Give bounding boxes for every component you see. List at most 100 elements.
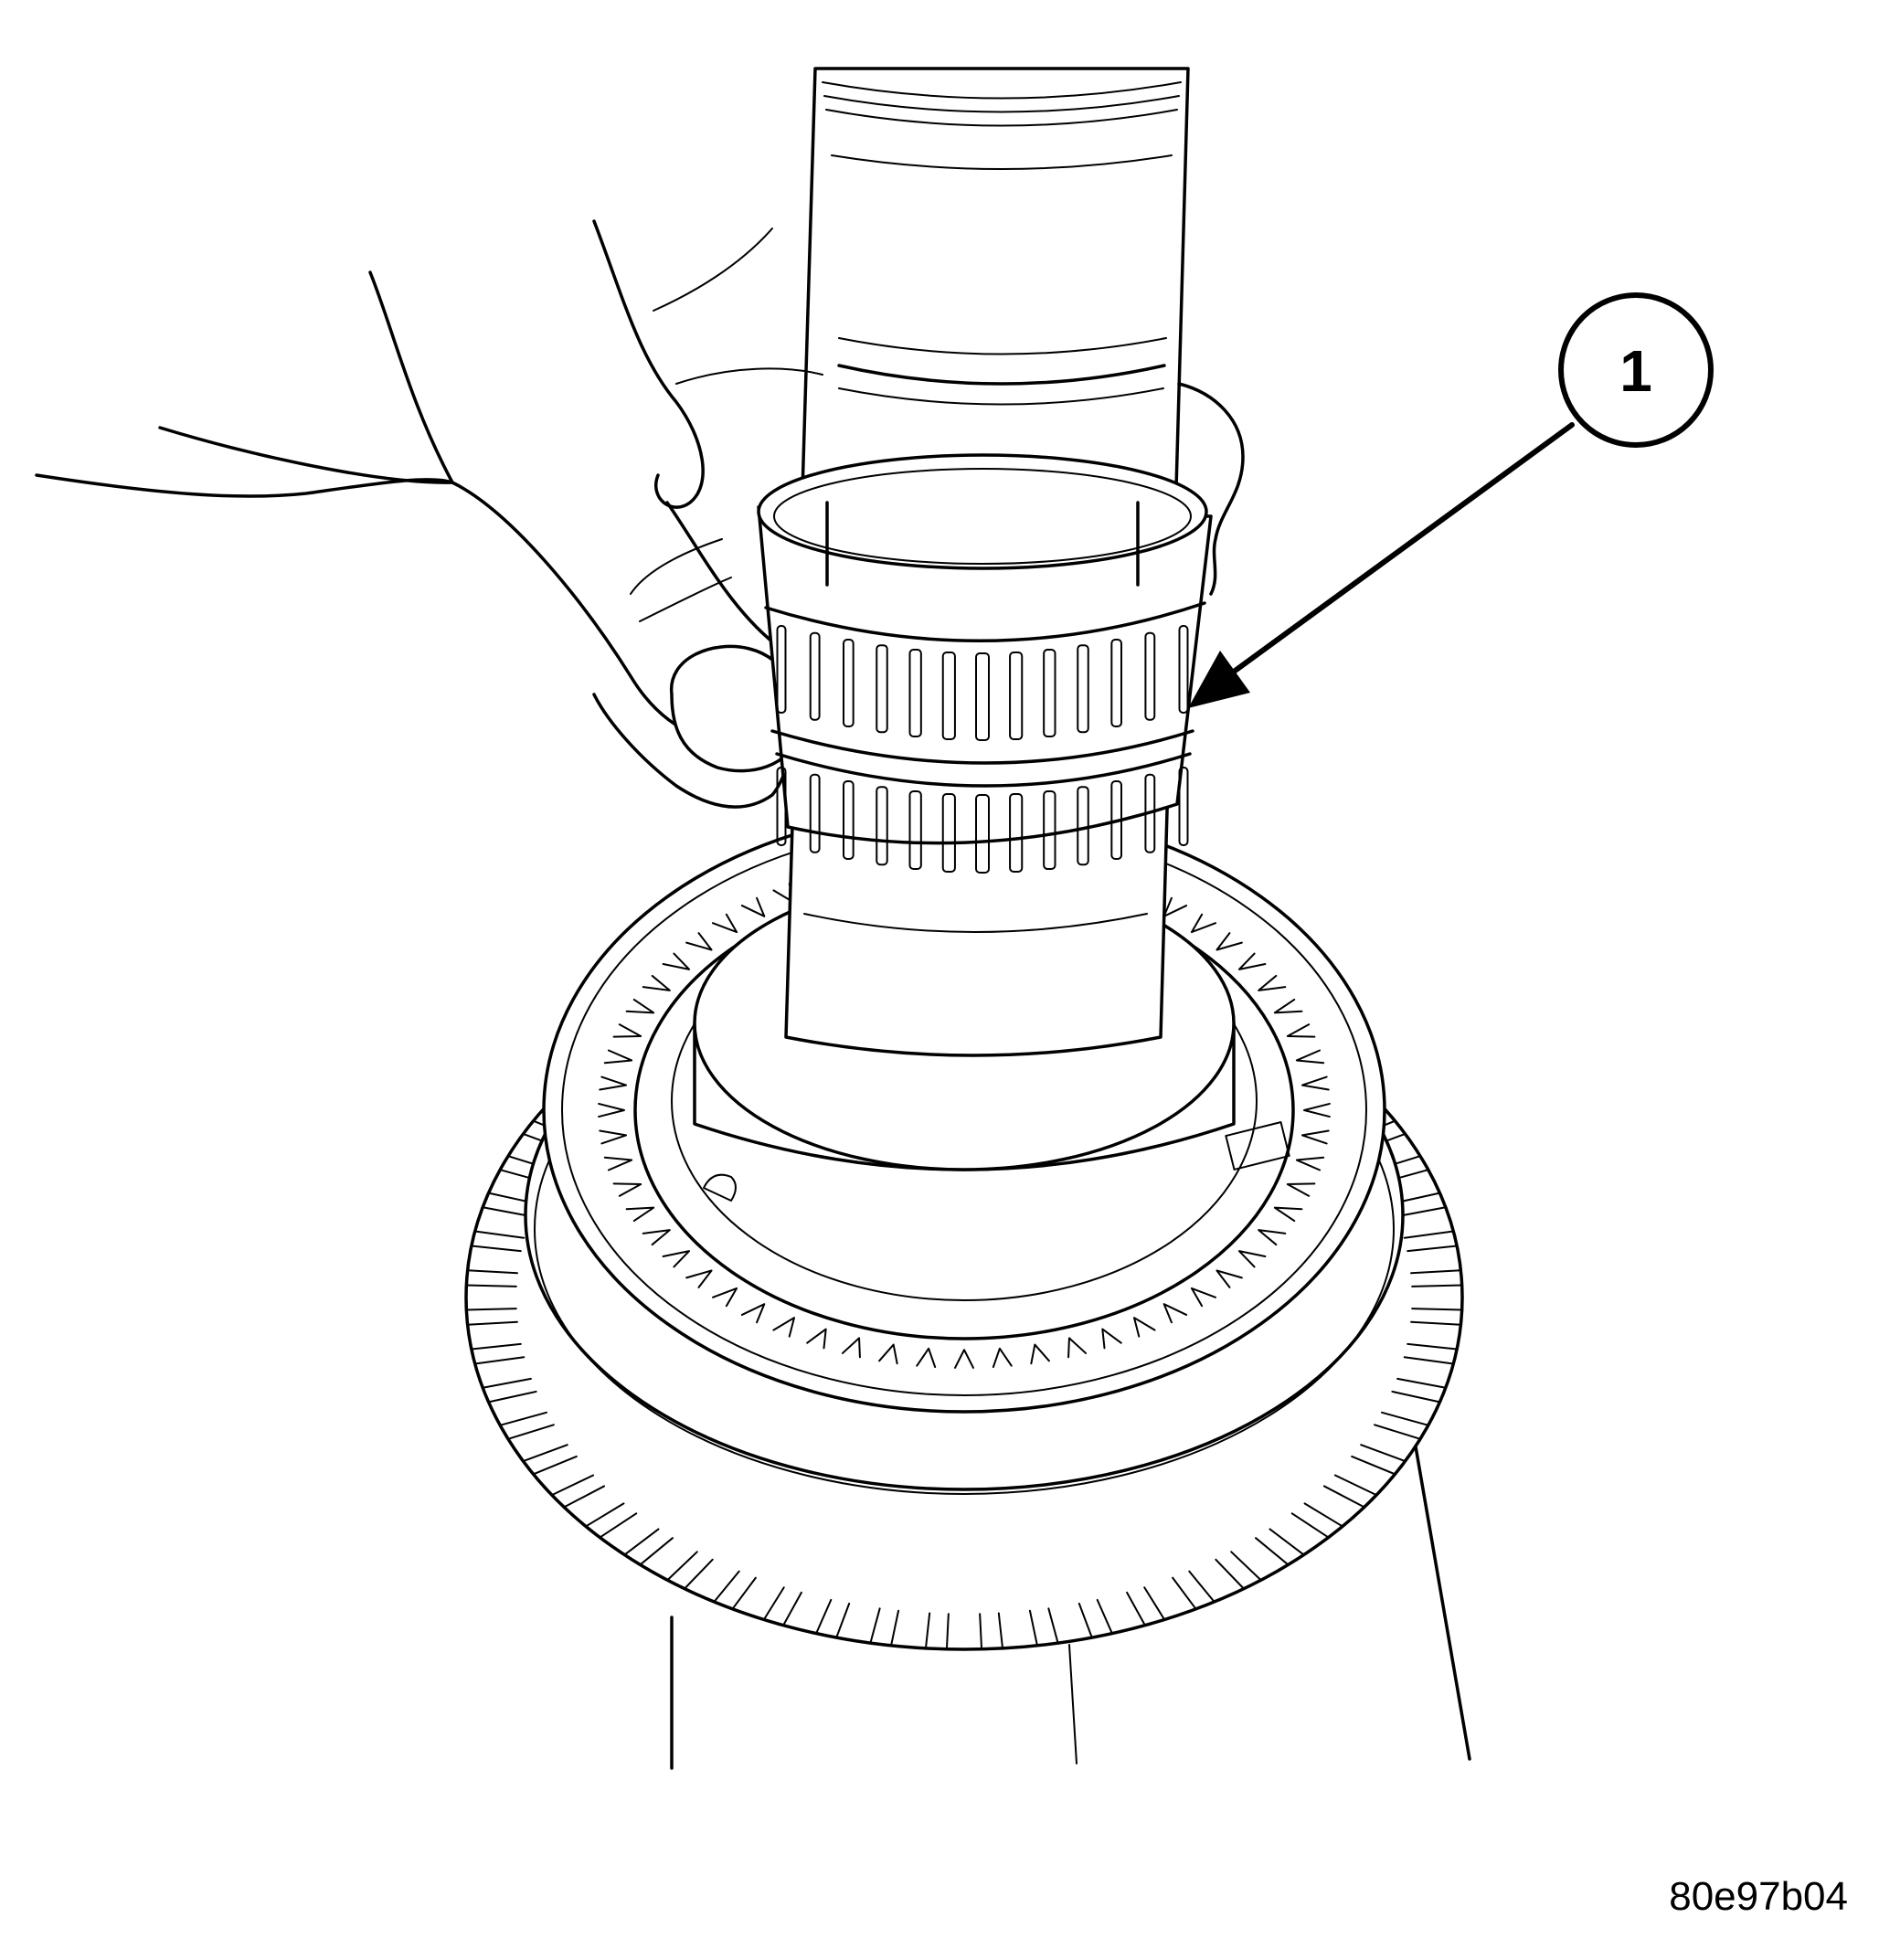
needle-roller	[776, 767, 787, 846]
callout-leader-arrow	[1188, 422, 1575, 708]
needle-roller	[1110, 780, 1123, 860]
gear-tooth	[473, 1356, 532, 1389]
needle-roller	[1043, 789, 1056, 870]
needle-roller	[776, 625, 787, 714]
callout-badge: 1	[1558, 292, 1714, 448]
gear-tooth	[1230, 1537, 1290, 1582]
spline-tooth	[916, 1347, 937, 1369]
callout-number: 1	[1619, 338, 1652, 404]
needle-roller	[1009, 651, 1024, 740]
needle-roller	[843, 780, 855, 860]
spline-tooth	[662, 952, 691, 970]
needle-roller	[1144, 773, 1156, 853]
spline-tooth	[612, 1023, 642, 1038]
needle-roller	[876, 644, 888, 734]
spline-tooth	[1286, 1182, 1316, 1197]
spline-tooth	[841, 1337, 861, 1359]
needle-roller	[1144, 631, 1156, 721]
spline-tooth	[740, 896, 766, 917]
spline-tooth	[1133, 1317, 1156, 1338]
gear-tooth	[1360, 1424, 1421, 1463]
spline-tooth	[612, 1182, 642, 1197]
spline-tooth	[625, 1206, 655, 1223]
bearing-needles	[776, 625, 1189, 874]
needle-roller	[843, 639, 855, 727]
gear-tooth	[1396, 1356, 1455, 1389]
spline-tooth	[625, 998, 655, 1014]
gear-tooth	[1303, 1485, 1365, 1528]
needle-roller	[1043, 648, 1056, 737]
spline-tooth	[1303, 1102, 1331, 1118]
gear-tooth	[506, 1424, 568, 1463]
needle-roller	[941, 792, 956, 873]
gear-tooth	[487, 1390, 547, 1426]
needle-roller	[1009, 792, 1024, 873]
spline-tooth	[1216, 1269, 1243, 1288]
gear-tooth	[599, 1512, 660, 1556]
gear-tooth	[1096, 1591, 1146, 1635]
gear-tooth	[890, 1609, 931, 1649]
needle-roller	[975, 652, 990, 741]
spline-tooth	[1030, 1343, 1050, 1365]
needle-roller	[1178, 625, 1189, 714]
spline-tooth	[1286, 1023, 1316, 1038]
spline-tooth	[1237, 1250, 1267, 1268]
needle-roller	[908, 789, 922, 870]
spline-tooth	[806, 1328, 827, 1350]
spline-tooth	[772, 1317, 795, 1338]
gear-tooth	[1407, 1320, 1462, 1351]
gear-tooth	[532, 1455, 595, 1497]
gear-tooth	[1269, 1512, 1330, 1556]
gear-tooth	[1188, 1558, 1245, 1603]
needle-roller	[809, 631, 821, 721]
needle-roller	[1178, 767, 1189, 846]
needle-roller	[1077, 644, 1089, 734]
spline-tooth	[598, 1102, 625, 1118]
gear-tooth	[1143, 1576, 1197, 1621]
needle-roller	[809, 773, 821, 853]
spline-tooth	[685, 1269, 713, 1288]
needle-roller	[1077, 786, 1089, 866]
spline-tooth	[662, 1250, 691, 1268]
gear-tooth	[1411, 1284, 1463, 1311]
spline-tooth	[599, 1129, 628, 1145]
gear-tooth	[684, 1558, 740, 1603]
spline-tooth	[685, 932, 713, 951]
gear-tooth	[487, 1169, 547, 1205]
spline-tooth	[1067, 1337, 1088, 1359]
gear-tooth	[997, 1609, 1038, 1649]
lower-shaft-body	[670, 1424, 1471, 1770]
spline-tooth	[1300, 1075, 1330, 1091]
gear-tooth	[639, 1537, 698, 1582]
gear-tooth	[1333, 1455, 1396, 1497]
gear-tooth	[731, 1576, 785, 1621]
spline-tooth	[603, 1156, 633, 1171]
gear-tooth	[1381, 1169, 1441, 1205]
gear-tooth	[945, 1613, 983, 1650]
spline-tooth	[642, 974, 671, 991]
spline-tooth	[954, 1349, 974, 1369]
figure-code: 80e97b04	[1669, 1874, 1848, 1919]
needle-roller	[1110, 639, 1123, 727]
gear-tooth	[466, 1320, 522, 1351]
spline-tooth	[1258, 974, 1287, 991]
spline-tooth	[1101, 1328, 1122, 1350]
needle-roller	[975, 794, 990, 874]
gear-tooth	[466, 1245, 522, 1275]
gear-tooth	[782, 1591, 833, 1635]
spline-tooth	[1258, 1229, 1287, 1246]
gear-tooth	[1396, 1206, 1455, 1239]
spline-tooth	[712, 913, 738, 934]
spline-tooth	[1295, 1049, 1325, 1065]
gear-tooth	[1381, 1390, 1441, 1426]
gear-tooth	[465, 1284, 517, 1311]
spline-tooth	[603, 1049, 633, 1065]
spline-tooth	[1216, 932, 1243, 951]
spline-tooth	[1273, 1206, 1303, 1223]
spline-tooth	[878, 1343, 898, 1365]
spline-tooth	[712, 1287, 738, 1308]
spline-tooth	[1273, 998, 1303, 1014]
needle-roller	[941, 651, 956, 740]
spline-tooth	[1190, 913, 1216, 934]
